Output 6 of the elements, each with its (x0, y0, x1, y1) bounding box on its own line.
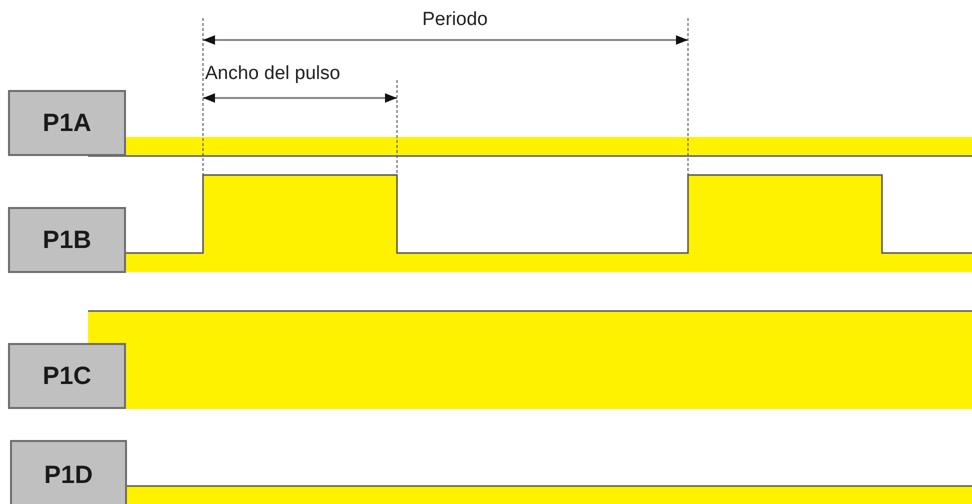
signal-name-box: P1C (8, 343, 126, 409)
dimension-label: Ancho del pulso (205, 64, 340, 83)
signal-name-box: P1D (10, 440, 127, 504)
signal-name-box: P1B (8, 207, 126, 273)
signal-name-box: P1A (8, 90, 126, 156)
dimension-label: Periodo (422, 10, 488, 29)
